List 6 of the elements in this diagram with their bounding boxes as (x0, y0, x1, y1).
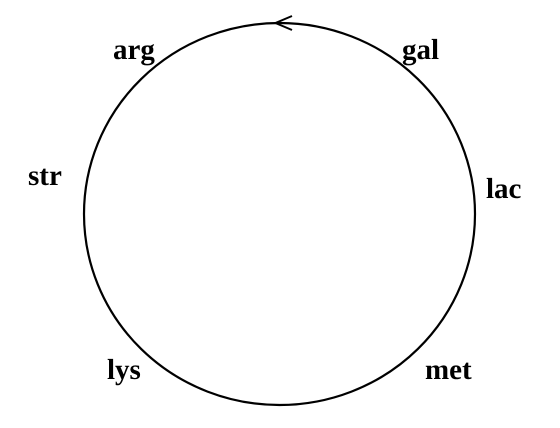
gene-label: str (28, 162, 62, 191)
gene-label: lac (486, 175, 522, 204)
gene-label: arg (113, 36, 155, 65)
gene-label: lys (107, 356, 141, 385)
gene-label: met (425, 356, 472, 385)
gene-label: gal (402, 36, 440, 65)
